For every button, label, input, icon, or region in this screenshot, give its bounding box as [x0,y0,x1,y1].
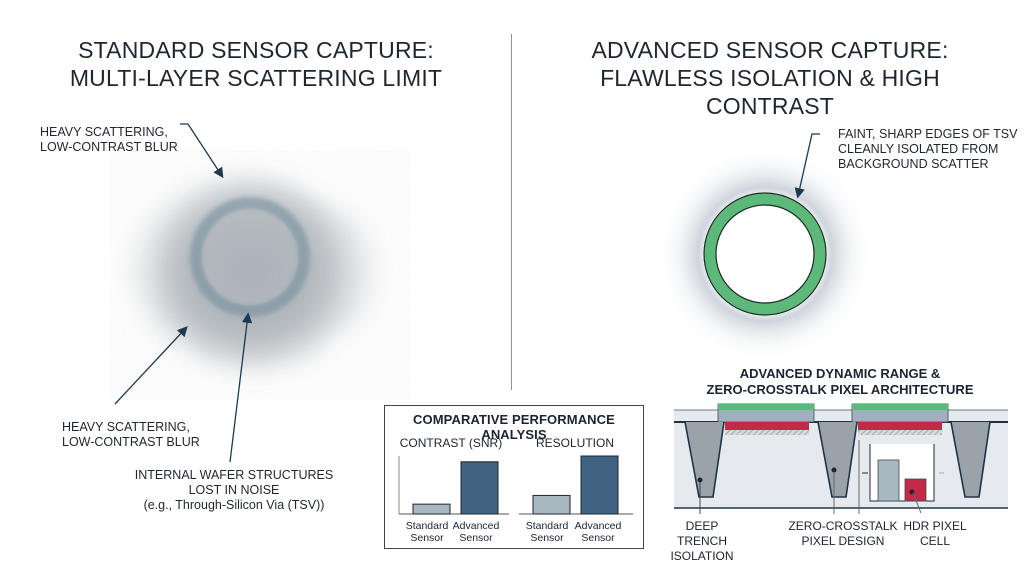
performance-title: COMPARATIVE PERFORMANCE ANALYSIS [413,412,615,442]
arrow-tsv-structure [229,312,253,463]
photodiode-red-2 [858,422,942,430]
chart-title-resolution: RESOLUTION [535,436,614,450]
center-divider [511,34,512,390]
cat-label: Standard Sensor [525,520,569,544]
arrow-scatter-bottom [114,326,188,405]
annotation-internal-structures: INTERNAL WAFER STRUCTURES LOST IN NOISE … [134,468,334,512]
arrow-tsv-sharp [794,133,820,199]
tsv-ring-green [704,193,826,315]
label-hdr-cell: HDR PIXEL CELL [903,519,967,548]
annotation-tsv-sharp: FAINT, SHARP EDGES OF TSV CLEANLY ISOLAT… [838,127,1018,171]
annotation-scatter-bottom: HEAVY SCATTERING, LOW-CONTRAST BLUR [62,420,200,449]
annotation-scatter-top: HEAVY SCATTERING, LOW-CONTRAST BLUR [40,125,178,154]
label-deep-trench: DEEP TRENCH ISOLATION [670,519,734,563]
left-panel-title: STANDARD SENSOR CAPTURE: MULTI-LAYER SCA… [69,37,443,91]
architecture-title: ADVANCED DYNAMIC RANGE & ZERO-CROSSTALK … [706,366,974,397]
left-arrows [114,123,253,463]
cat-label: Advanced Sensor [452,520,500,544]
bar-advanced-contrast [460,461,499,515]
sharp-tsv-ring [657,146,873,362]
cat-label: Standard Sensor [405,520,449,544]
pixel-architecture-diagram [674,403,1008,514]
bar-advanced-resolution [580,455,619,515]
photodiode-red-1 [725,422,809,430]
chart-title-contrast: CONTRAST (SNR) [399,436,503,450]
performance-panel: COMPARATIVE PERFORMANCE ANALYSIS CONTRAS… [384,405,644,549]
performance-charts [398,455,633,515]
bar-standard-contrast [412,503,451,515]
right-panel-title: ADVANCED SENSOR CAPTURE: FLAWLESS ISOLAT… [591,37,949,119]
deep-trench-isolation [684,421,991,498]
bar-standard-resolution [532,494,571,515]
arrow-scatter-top [180,123,224,179]
label-zero-crosstalk: ZERO-CROSSTALK PIXEL DESIGN [788,519,898,548]
blurred-tsv-ring [190,197,310,317]
hdr-pixel-cell [862,444,944,502]
cat-label: Advanced Sensor [574,520,622,544]
